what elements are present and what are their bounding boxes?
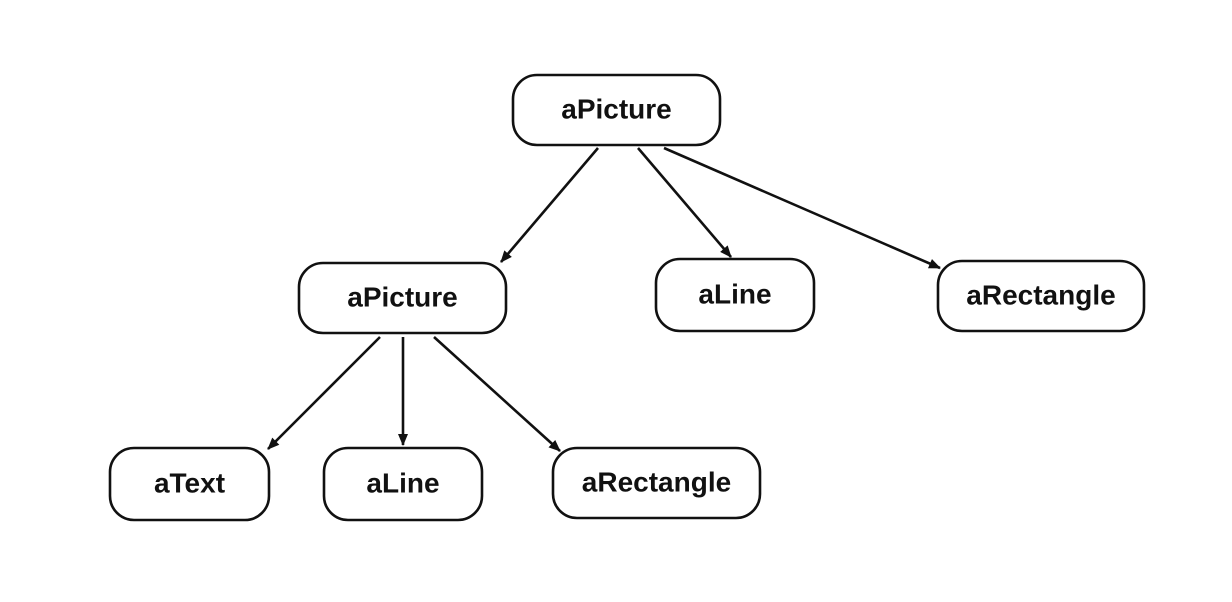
edges [267,146,941,452]
edge-root-to-line [637,147,732,258]
edge-sub-to-text [267,336,381,450]
node-label: aRectangle [966,279,1115,310]
node-sub-rectangle: aRectangle [551,446,762,520]
edge-sub-to-rectangle [433,336,561,452]
node-sub-line: aLine [322,446,484,522]
node-label: aPicture [347,281,458,312]
node-line: aLine [654,257,816,333]
edge-root-to-rectangle [663,146,941,270]
node-sub-picture: aPicture [297,261,508,335]
edge-root-to-sub-picture [500,147,599,263]
node-label: aPicture [561,93,672,124]
node-label: aText [154,467,225,498]
node-label: aLine [698,278,771,309]
node-rectangle: aRectangle [936,259,1146,333]
node-text: aText [108,446,271,522]
node-label: aLine [366,467,439,498]
node-root-picture: aPicture [511,73,722,147]
node-label: aRectangle [582,466,731,497]
